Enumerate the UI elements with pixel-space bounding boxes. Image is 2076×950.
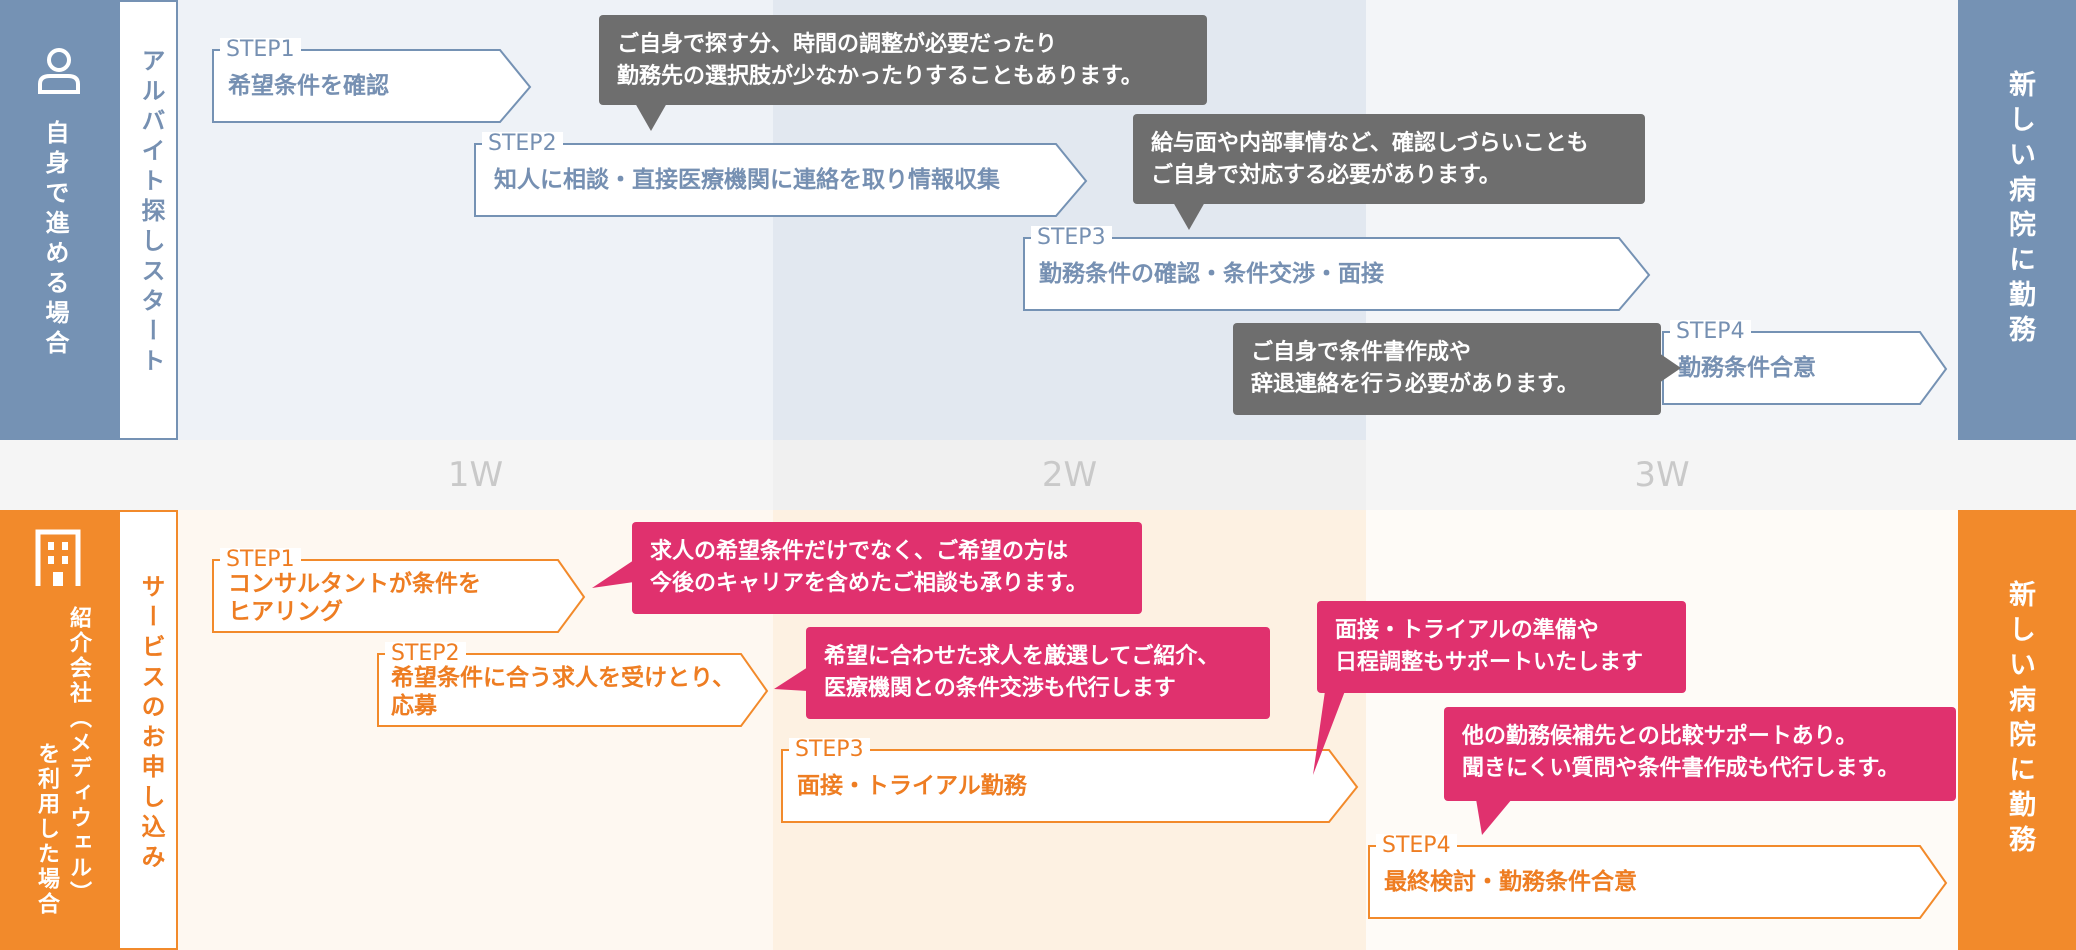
bottom-note-3-line1: 面接・トライアルの準備や <box>1335 618 1599 643</box>
bottom-step3-label: STEP3 <box>789 738 870 762</box>
week-label-3: 3W <box>1634 455 1690 495</box>
top-step1: STEP1 希望条件を確認 <box>212 38 532 124</box>
bottom-step4: STEP4 最終検討・勤務条件合意 <box>1368 834 1948 920</box>
top-note-3: ご自身で条件書作成や 辞退連絡を行う必要があります。 <box>1233 323 1681 415</box>
bottom-note-1-pointer <box>592 560 634 588</box>
bottom-note-4-line2: 聞きにくい質問や条件書作成も代行します。 <box>1462 756 1900 781</box>
bottom-note-3-line2: 日程調整もサポートいたします <box>1335 650 1644 675</box>
bottom-step4-line1: 最終検討・勤務条件合意 <box>1384 869 1637 895</box>
top-note-2-line1: 給与面や内部事情など、確認しづらいことも <box>1151 131 1589 156</box>
bottom-note-4-line1: 他の勤務候補先との比較サポートあり。 <box>1462 724 1858 749</box>
top-note-3-line1: ご自身で条件書作成や <box>1251 340 1472 365</box>
top-note-2-pointer <box>1173 202 1205 230</box>
top-end-panel: 新しい病院に勤務 <box>1958 0 2076 440</box>
person-icon <box>36 46 82 94</box>
top-note-1: ご自身で探す分、時間の調整が必要だったり 勤務先の選択肢が少なかったりすることも… <box>599 15 1207 131</box>
top-side-panel: 自身で進める場合 <box>0 0 118 440</box>
top-step2: STEP2 知人に相談・直接医療機関に連絡を取り情報収集 <box>474 132 1088 218</box>
top-step1-text: 希望条件を確認 <box>228 73 389 99</box>
top-note-2: 給与面や内部事情など、確認しづらいことも ご自身で対応する必要があります。 <box>1133 114 1645 230</box>
bottom-side-panel: 紹介会社（メディウェル） を利用した場合 <box>0 510 118 950</box>
bottom-side-label-1: 紹介会社（メディウェル） <box>66 606 91 906</box>
top-note-1-line1: ご自身で探す分、時間の調整が必要だったり <box>617 32 1058 57</box>
bottom-note-1-line1: 求人の希望条件だけでなく、ご希望の方は <box>650 539 1069 564</box>
top-note-1-line2: 勤務先の選択肢が少なかったりすることもあります。 <box>617 64 1143 89</box>
bottom-note-4: 他の勤務候補先との比較サポートあり。 聞きにくい質問や条件書作成も代行します。 <box>1444 707 1956 835</box>
top-step3-label: STEP3 <box>1031 226 1112 250</box>
bottom-step1: STEP1 コンサルタントが条件を ヒアリング <box>212 548 586 634</box>
bottom-start-box: サービスのお申し込み <box>118 510 178 950</box>
week-label-1: 1W <box>447 455 504 495</box>
week-label-2: 2W <box>1041 455 1098 495</box>
top-step3: STEP3 勤務条件の確認・条件交渉・面接 <box>1023 226 1651 312</box>
bottom-note-3: 面接・トライアルの準備や 日程調整もサポートいたします <box>1313 601 1686 775</box>
top-step4-label: STEP4 <box>1670 320 1751 344</box>
bottom-step1-label: STEP1 <box>220 548 301 572</box>
bottom-note-2-line2: 医療機関との条件交渉も代行します <box>824 676 1176 701</box>
bottom-note-2: 希望に合わせた求人を厳選してご紹介、 医療機関との条件交渉も代行します <box>774 627 1270 719</box>
bottom-note-3-pointer <box>1313 691 1353 775</box>
top-start-box: アルバイト探しスタート <box>118 0 178 440</box>
bottom-note-1: 求人の希望条件だけでなく、ご希望の方は 今後のキャリアを含めたご相談も承ります。 <box>592 522 1142 614</box>
top-step4: STEP4 勤務条件合意 <box>1662 320 1948 406</box>
bottom-side-label-2: を利用した場合 <box>34 742 59 917</box>
bottom-end-label: 新しい病院に勤務 <box>2004 580 2035 860</box>
bottom-step3: STEP3 面接・トライアル勤務 <box>781 738 1359 824</box>
top-note-2-line2: ご自身で対応する必要があります。 <box>1151 163 1501 188</box>
building-icon <box>34 528 82 588</box>
bottom-step3-line1: 面接・トライアル勤務 <box>797 773 1027 799</box>
top-start-label: アルバイト探しスタート <box>137 48 165 378</box>
top-step2-label: STEP2 <box>482 132 563 156</box>
top-step2-text: 知人に相談・直接医療機関に連絡を取り情報収集 <box>494 167 1000 193</box>
bottom-step2-line2: 応募 <box>391 693 437 719</box>
bottom-step4-label: STEP4 <box>1376 834 1457 858</box>
bottom-end-panel: 新しい病院に勤務 <box>1958 510 2076 950</box>
top-note-3-pointer <box>1659 353 1681 383</box>
bottom-step2-label: STEP2 <box>385 642 466 666</box>
top-note-1-pointer <box>635 103 667 131</box>
top-side-label: 自身で進める場合 <box>41 120 69 360</box>
bottom-note-4-pointer <box>1476 799 1512 835</box>
bottom-step2-line1: 希望条件に合う求人を受けとり、 <box>391 665 736 691</box>
bottom-start-label: サービスのお申し込み <box>137 574 165 874</box>
week-row-week2-band <box>773 440 1366 510</box>
bottom-note-1-line2: 今後のキャリアを含めたご相談も承ります。 <box>650 571 1088 596</box>
top-step4-text: 勤務条件合意 <box>1678 355 1816 381</box>
bottom-step2: STEP2 希望条件に合う求人を受けとり、 応募 <box>377 642 769 728</box>
bottom-note-2-line1: 希望に合わせた求人を厳選してご紹介、 <box>824 644 1220 669</box>
bottom-step1-line2: ヒアリング <box>228 599 343 625</box>
top-step3-text: 勤務条件の確認・条件交渉・面接 <box>1039 261 1384 287</box>
top-step1-label: STEP1 <box>220 38 301 62</box>
top-note-3-line2: 辞退連絡を行う必要があります。 <box>1251 372 1579 397</box>
bottom-step1-line1: コンサルタントが条件を <box>228 571 481 597</box>
bottom-note-2-pointer <box>774 667 808 691</box>
top-end-label: 新しい病院に勤務 <box>2004 70 2035 350</box>
